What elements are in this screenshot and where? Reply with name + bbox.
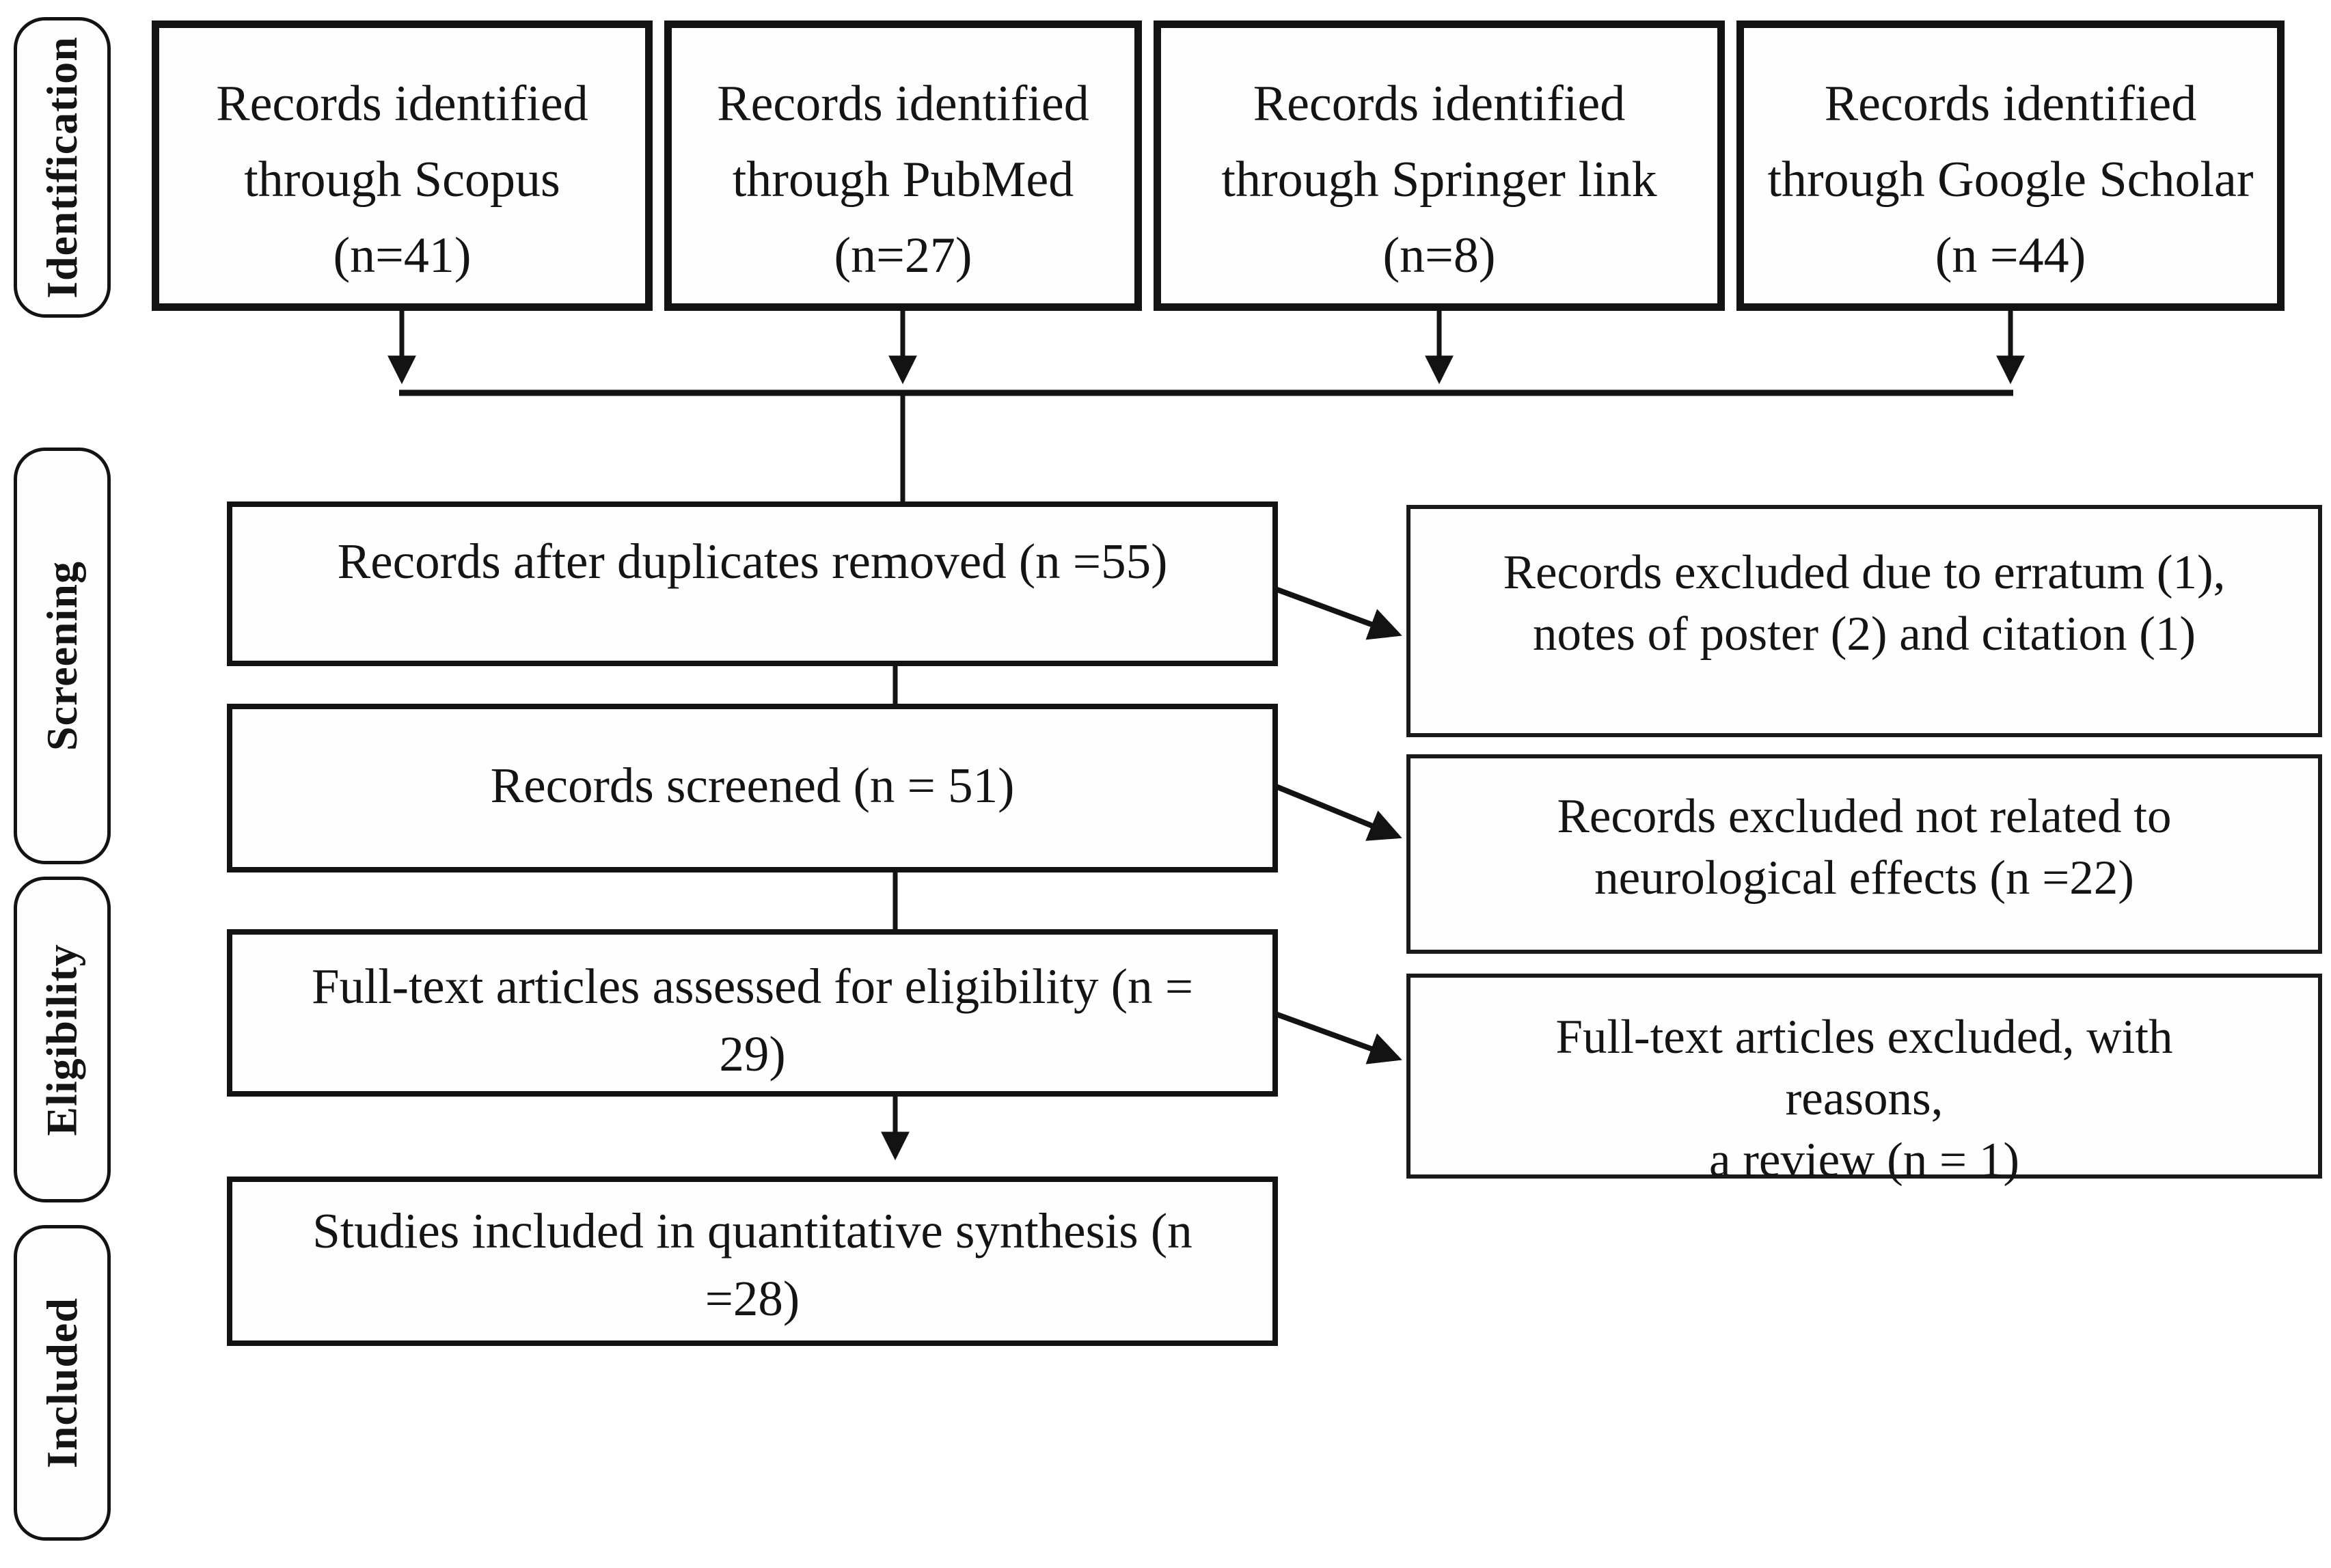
stage-label-screening: Screening [14, 448, 111, 864]
box-line: =28) [705, 1271, 800, 1327]
box-line: reasons, [1785, 1072, 1944, 1126]
box-line: Records identified [717, 76, 1089, 132]
arrow-fulltext-to-exclusion [1263, 1007, 1402, 1064]
box-line: (n=8) [1382, 228, 1496, 284]
box-line: Records after duplicates removed (n =55) [337, 534, 1168, 589]
box-line: neurological effects (n =22) [1594, 851, 2134, 905]
arrow-duplicates-to-exclusion [1263, 582, 1402, 640]
stage-label-text: Included [38, 1297, 86, 1468]
stage-label-eligibility: Eligibility [14, 877, 111, 1202]
box-line: Full-text articles excluded, with [1555, 1010, 2173, 1064]
flow-box-records-screened: Records screened (n = 51) [227, 704, 1278, 872]
flow-box-studies-included: Studies included in quantitative synthes… [227, 1177, 1278, 1346]
box-line: (n=27) [834, 228, 972, 284]
box-line: 29) [719, 1026, 786, 1082]
box-line: through PubMed [732, 152, 1074, 208]
box-line: (n=41) [333, 228, 472, 284]
source-box-pubmed: Records identified through PubMed (n=27) [664, 20, 1142, 311]
exclusion-box-fulltext-excluded: Full-text articles excluded, with reason… [1406, 974, 2322, 1187]
stage-label-text: Identification [38, 36, 86, 299]
box-line: Records excluded due to erratum (1), [1503, 546, 2226, 599]
box-line: Records identified [1253, 76, 1626, 132]
box-line: Records identified [1824, 76, 2197, 132]
stage-label-identification: Identification [14, 17, 111, 318]
box-line: Full-text articles assessed for eligibil… [311, 959, 1193, 1014]
source-box-scopus: Records identified through Scopus (n=41) [152, 20, 653, 311]
source-box-google-scholar: Records identified through Google Schola… [1736, 20, 2285, 311]
stage-label-text: Screening [38, 560, 86, 752]
source-box-springer-link: Records identified through Springer link… [1154, 20, 1725, 311]
box-line: a review (n = 1) [1708, 1133, 2019, 1187]
stage-label-text: Eligibility [38, 943, 86, 1136]
box-line: notes of poster (2) and citation (1) [1532, 607, 2196, 661]
box-line: through Springer link [1221, 152, 1657, 208]
box-line: Records excluded not related to [1557, 790, 2172, 843]
flow-box-fulltext-assessed: Full-text articles assessed for eligibil… [227, 929, 1278, 1097]
flow-box-duplicates-removed: Records after duplicates removed (n =55) [227, 501, 1278, 666]
exclusion-box-erratum-poster-citation: Records excluded due to erratum (1), not… [1406, 505, 2322, 737]
box-line: Records identified [216, 76, 588, 132]
box-line: (n =44) [1935, 228, 2086, 284]
box-line: through Scopus [244, 152, 560, 208]
exclusion-box-not-neurological: Records excluded not related to neurolog… [1406, 754, 2322, 954]
arrow-screened-to-exclusion [1263, 779, 1402, 841]
box-line: through Google Scholar [1767, 152, 2254, 208]
box-line: Records screened (n = 51) [490, 758, 1015, 813]
stage-label-included: Included [14, 1225, 111, 1541]
box-line: Studies included in quantitative synthes… [312, 1203, 1192, 1258]
